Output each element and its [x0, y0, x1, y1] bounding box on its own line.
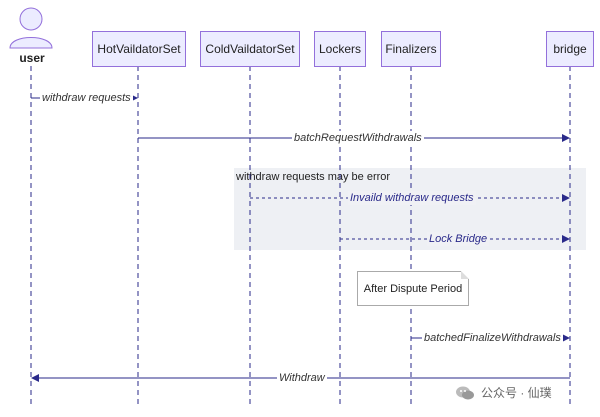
actor-user-label: user	[19, 51, 45, 65]
error-region	[234, 168, 586, 250]
note-fold-corner	[461, 271, 469, 279]
wechat-icon	[456, 386, 474, 399]
message-batched-finalize-withdrawals: batchedFinalizeWithdrawals	[422, 331, 563, 345]
error-region-title: withdraw requests may be error	[236, 171, 391, 183]
user-icon	[9, 7, 53, 49]
actor-lockers: Lockers	[314, 31, 366, 67]
message-withdraw: Withdraw	[277, 371, 327, 385]
actor-hot-validator-set: HotVaildatorSet	[92, 31, 186, 67]
actor-finalizers: Finalizers	[381, 31, 441, 67]
message-withdraw-requests: withdraw requests	[40, 91, 133, 105]
message-batch-request-withdrawals: batchRequestWithdrawals	[292, 131, 424, 145]
watermark-text: 公众号 · 仙璞	[481, 386, 552, 400]
message-lock-bridge: Lock Bridge	[427, 232, 490, 246]
watermark: 公众号 · 仙璞	[455, 384, 552, 401]
message-invalid-withdraw-requests: Invaild withdraw requests	[348, 191, 476, 205]
actor-bridge: bridge	[546, 31, 594, 67]
note-text: After Dispute Period	[363, 282, 463, 295]
note-after-dispute-period: After Dispute Period	[357, 271, 469, 306]
actor-cold-validator-set: ColdVaildatorSet	[200, 31, 300, 67]
